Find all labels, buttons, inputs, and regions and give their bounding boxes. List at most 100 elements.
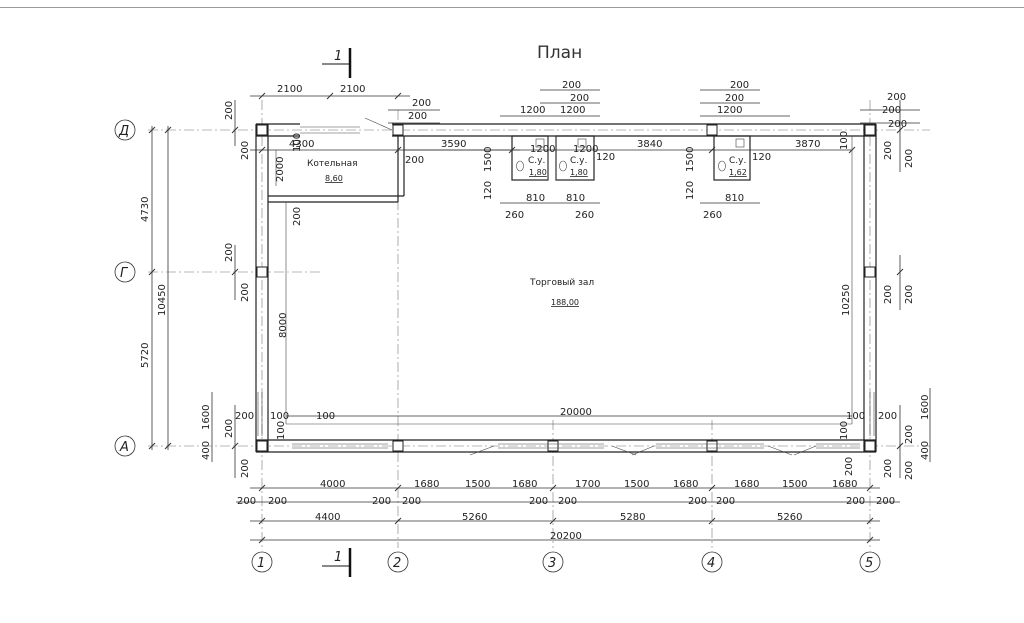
- svg-text:3870: 3870: [795, 139, 820, 150]
- svg-text:100: 100: [276, 421, 287, 440]
- section-mark-bottom: 1: [322, 548, 352, 577]
- svg-text:1500: 1500: [624, 479, 649, 490]
- svg-text:1: 1: [334, 550, 342, 565]
- wc-blocks: [511, 135, 751, 181]
- svg-text:1200: 1200: [530, 144, 555, 155]
- svg-text:120: 120: [685, 181, 696, 200]
- top-rule: [0, 7, 1024, 8]
- axis-markers: 1 2 3 4 5 Д Г А: [114, 119, 881, 573]
- svg-text:5260: 5260: [462, 512, 487, 523]
- svg-text:2100: 2100: [277, 84, 302, 95]
- svg-text:1: 1: [334, 49, 342, 64]
- svg-text:5260: 5260: [777, 512, 802, 523]
- svg-text:260: 260: [703, 210, 722, 221]
- svg-text:1500: 1500: [782, 479, 807, 490]
- svg-text:1680: 1680: [673, 479, 698, 490]
- svg-text:1600: 1600: [201, 405, 212, 430]
- svg-text:100: 100: [839, 131, 850, 150]
- wc1-area: 1,80: [529, 168, 547, 177]
- svg-text:4000: 4000: [320, 479, 345, 490]
- svg-text:200: 200: [904, 425, 915, 444]
- svg-text:200: 200: [904, 285, 915, 304]
- wc2-area: 1,80: [570, 168, 588, 177]
- room-hall-area: 188,00: [551, 298, 579, 307]
- svg-text:810: 810: [725, 193, 744, 204]
- svg-text:200: 200: [240, 283, 251, 302]
- svg-text:200: 200: [876, 496, 895, 507]
- dimension-lines: [151, 89, 931, 541]
- svg-text:5280: 5280: [620, 512, 645, 523]
- svg-text:260: 260: [575, 210, 594, 221]
- svg-text:1500: 1500: [483, 147, 494, 172]
- svg-text:200: 200: [883, 285, 894, 304]
- windows: [257, 392, 875, 456]
- svg-text:200: 200: [237, 496, 256, 507]
- axis-col-3: 3: [548, 556, 556, 571]
- axis-row-g: Г: [120, 266, 129, 281]
- svg-text:810: 810: [526, 193, 545, 204]
- svg-text:120: 120: [596, 152, 615, 163]
- svg-text:200: 200: [372, 496, 391, 507]
- svg-text:200: 200: [844, 457, 855, 476]
- svg-text:100: 100: [839, 421, 850, 440]
- toilet-icon: [559, 160, 567, 172]
- svg-text:100: 100: [270, 411, 289, 422]
- axis-row-d: Д: [118, 124, 129, 139]
- svg-text:100: 100: [316, 411, 335, 422]
- svg-text:400: 400: [201, 441, 212, 460]
- svg-text:1200: 1200: [573, 144, 598, 155]
- svg-text:200: 200: [688, 496, 707, 507]
- sink-icon: [577, 138, 587, 148]
- svg-text:200: 200: [235, 411, 254, 422]
- svg-text:1680: 1680: [512, 479, 537, 490]
- svg-text:20200: 20200: [550, 531, 582, 542]
- axis-row-a: А: [119, 440, 129, 455]
- sink-icon: [535, 138, 545, 148]
- svg-text:1200: 1200: [560, 105, 585, 116]
- wc3-name: С.у.: [729, 156, 746, 166]
- svg-text:200: 200: [412, 98, 431, 109]
- room-boiler-area: 8,60: [325, 174, 343, 183]
- walls: [255, 117, 877, 453]
- room-labels: Котельная 8,60 Торговый зал 188,00 С.у. …: [307, 156, 747, 307]
- axis-col-1: 1: [257, 556, 265, 571]
- svg-text:200: 200: [883, 141, 894, 160]
- svg-text:200: 200: [558, 496, 577, 507]
- svg-text:20000: 20000: [560, 407, 592, 418]
- svg-text:200: 200: [240, 141, 251, 160]
- svg-text:810: 810: [566, 193, 585, 204]
- svg-text:200: 200: [402, 496, 421, 507]
- svg-text:200: 200: [529, 496, 548, 507]
- svg-text:400: 400: [920, 441, 931, 460]
- svg-text:200: 200: [904, 149, 915, 168]
- svg-text:100: 100: [292, 133, 303, 152]
- svg-text:1680: 1680: [734, 479, 759, 490]
- axis-col-4: 4: [707, 556, 715, 571]
- svg-text:5720: 5720: [140, 343, 151, 368]
- svg-text:200: 200: [878, 411, 897, 422]
- svg-text:260: 260: [505, 210, 524, 221]
- svg-text:4300: 4300: [289, 139, 314, 150]
- svg-text:10450: 10450: [157, 284, 168, 316]
- svg-text:200: 200: [405, 155, 424, 166]
- svg-text:200: 200: [224, 419, 235, 438]
- svg-text:200: 200: [888, 119, 907, 130]
- svg-text:200: 200: [268, 496, 287, 507]
- svg-text:4730: 4730: [140, 197, 151, 222]
- svg-text:120: 120: [752, 152, 771, 163]
- wc1-name: С.у.: [528, 156, 545, 166]
- toilet-icon: [718, 160, 726, 172]
- grid-axes: [148, 100, 930, 548]
- svg-text:200: 200: [408, 111, 427, 122]
- svg-text:200: 200: [725, 93, 744, 104]
- wc2-name: С.у.: [570, 156, 587, 166]
- svg-text:200: 200: [730, 80, 749, 91]
- svg-text:200: 200: [224, 101, 235, 120]
- room-hall-name: Торговый зал: [529, 278, 594, 288]
- svg-text:200: 200: [883, 459, 894, 478]
- svg-text:200: 200: [846, 496, 865, 507]
- svg-text:8000: 8000: [278, 313, 289, 338]
- svg-text:1200: 1200: [717, 105, 742, 116]
- svg-text:1700: 1700: [575, 479, 600, 490]
